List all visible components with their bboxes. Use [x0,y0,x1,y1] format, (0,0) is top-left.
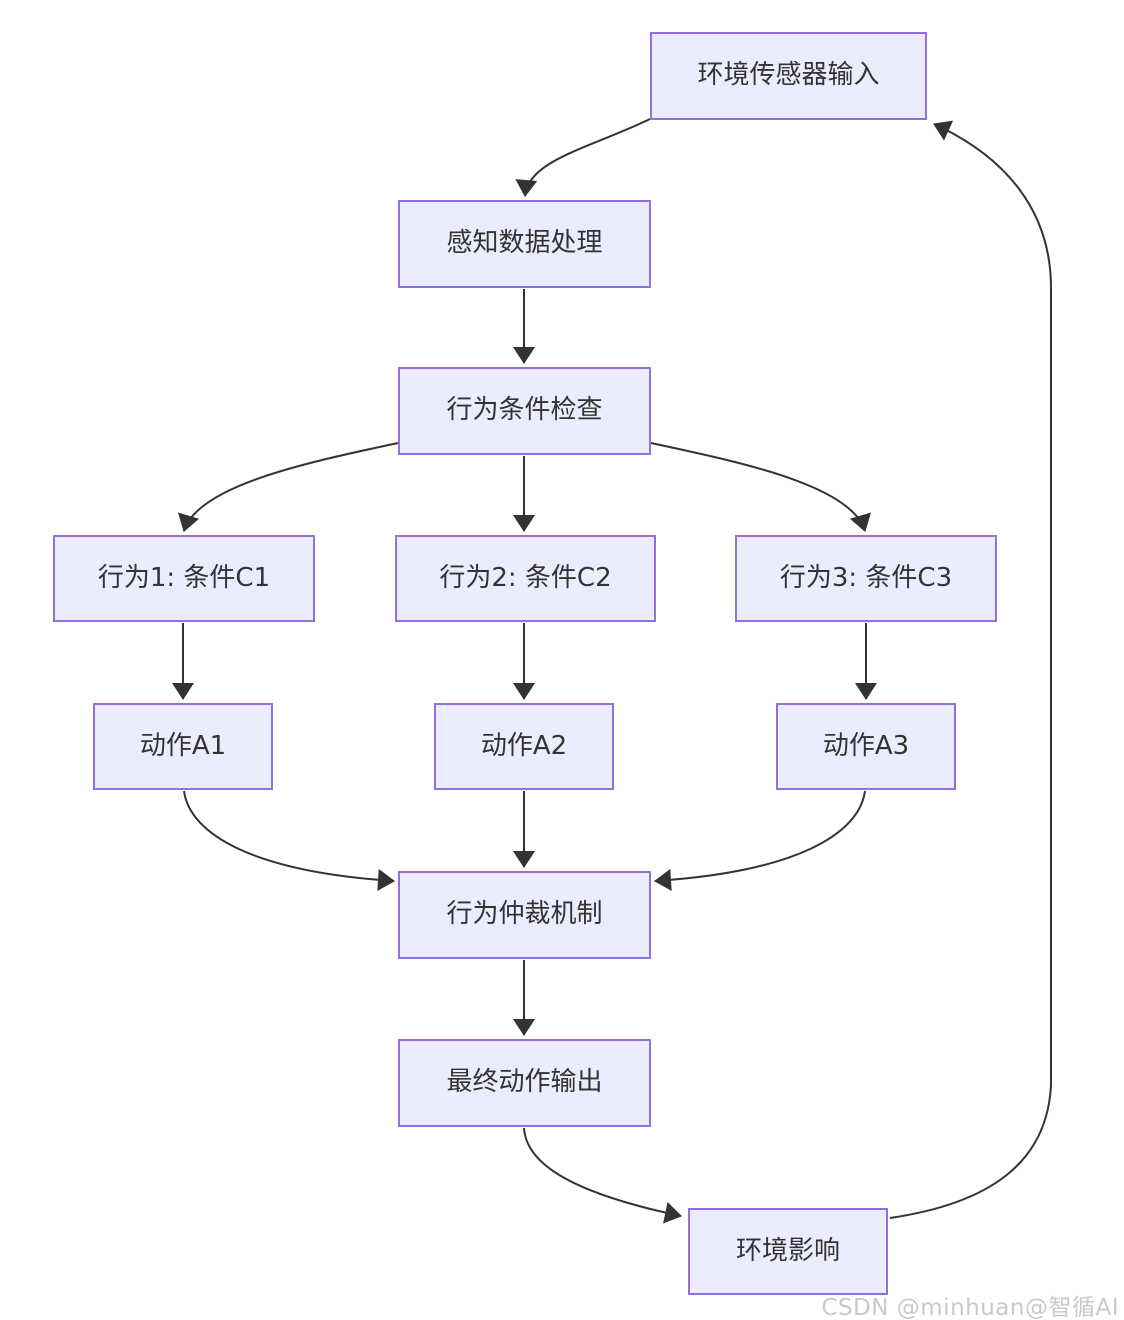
edge-sensor-to-perception [515,118,651,197]
edge-final-to-impact [523,1127,682,1224]
node-label: 感知数据处理 [446,228,603,259]
node-label: 动作A2 [480,730,568,761]
node-label: 动作A1 [139,730,227,761]
node-label: 行为条件检查 [446,395,603,426]
node-behavior3-condition-c3: 行为3: 条件C3 [735,535,997,622]
node-behavior-condition-check: 行为条件检查 [398,367,651,455]
node-environment-impact: 环境影响 [688,1208,888,1295]
node-action-a3: 动作A3 [776,703,956,790]
node-final-action-output: 最终动作输出 [398,1039,651,1127]
edge-condition-to-behavior1 [178,442,399,532]
node-label: 行为1: 条件C1 [97,562,271,593]
node-perception-processing: 感知数据处理 [398,200,651,288]
edge-condition-to-behavior3 [650,442,871,532]
node-label: 行为仲裁机制 [446,899,603,930]
node-action-a1: 动作A1 [93,703,273,790]
node-behavior-arbitration: 行为仲裁机制 [398,871,651,959]
edge-action1-to-arbitration [183,790,395,891]
node-behavior2-condition-c2: 行为2: 条件C2 [395,535,656,622]
csdn-watermark: CSDN @minhuan@智循AI [821,1295,1119,1320]
node-label: 环境传感器输入 [697,60,880,91]
edge-action3-to-arbitration [654,790,866,891]
node-label: 动作A3 [822,730,910,761]
edge-impact-to-sensor-loop [889,120,1052,1219]
node-label: 行为2: 条件C2 [439,562,612,593]
node-label: 环境影响 [735,1235,840,1266]
node-env-sensor-input: 环境传感器输入 [650,32,927,120]
node-label: 最终动作输出 [446,1067,603,1098]
node-label: 行为3: 条件C3 [779,562,953,593]
node-action-a2: 动作A2 [434,703,614,790]
node-behavior1-condition-c1: 行为1: 条件C1 [53,535,315,622]
